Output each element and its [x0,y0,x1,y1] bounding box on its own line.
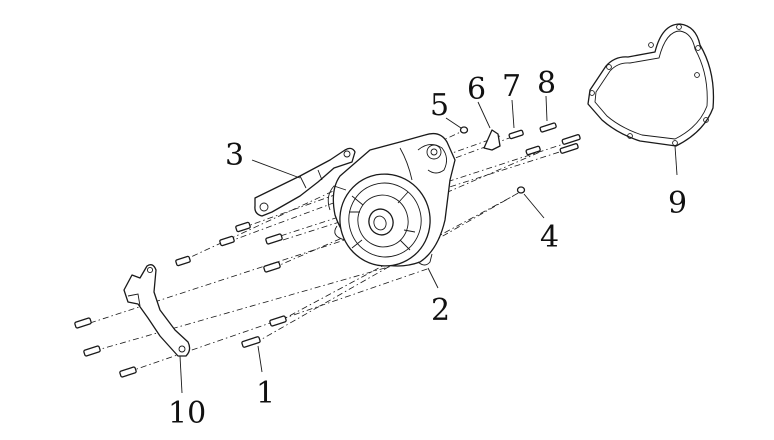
bolt [235,221,251,233]
bolts [74,95,581,378]
bolt [263,261,281,273]
bolt [175,255,191,267]
bolt [74,317,92,329]
callout-6: 6 [467,72,486,107]
callout-7: 7 [502,69,521,104]
callout-labels: 1 2 3 4 5 6 7 8 9 10 [168,66,687,431]
bolt [119,366,137,378]
bolt [269,315,287,327]
callout-10: 10 [168,396,206,431]
bushing-part-5 [445,117,469,134]
callout-2: 2 [431,293,450,328]
bracket-part-10 [123,264,191,394]
callout-4: 4 [540,220,559,255]
bolt [241,336,261,348]
bolt [561,134,581,145]
bolt [83,345,101,357]
callout-5: 5 [430,88,449,123]
callout-3: 3 [225,138,244,173]
bolt [525,145,541,156]
callout-8: 8 [537,66,556,101]
bolt [539,122,557,133]
callout-1: 1 [256,376,275,411]
bolt [219,235,235,247]
bracket-part-3 [251,147,356,217]
bolt [508,129,524,140]
bolt [265,233,283,245]
bolt [559,143,579,154]
callout-9: 9 [668,186,687,221]
bushing-part-4 [516,186,545,219]
cover-part-2 [327,132,456,289]
gasket-part-9 [587,23,715,176]
clip-part-6 [477,101,501,151]
